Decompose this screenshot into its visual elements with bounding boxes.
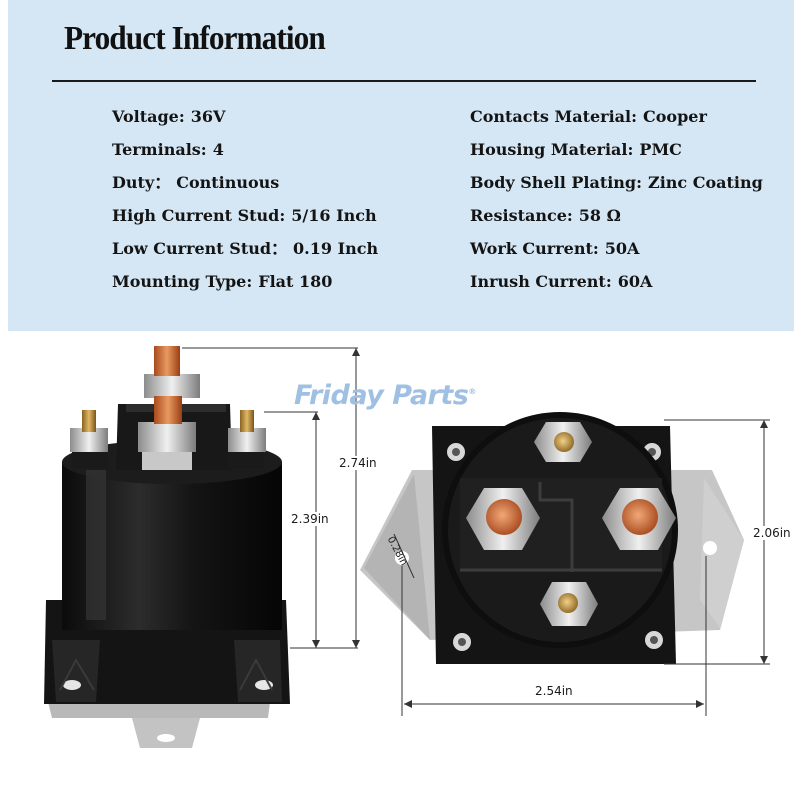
panel-title: Product Information — [64, 20, 326, 57]
spec-contacts-material: Contacts Material:Cooper — [470, 107, 707, 126]
base-height-label: 2.06in — [752, 526, 792, 540]
body-height-label: 2.39in — [290, 512, 330, 526]
title-divider — [52, 80, 756, 82]
spec-inrush-current: Inrush Current:60A — [470, 272, 653, 291]
spec-terminals: Terminals:4 — [112, 140, 224, 159]
spec-work-current: Work Current:50A — [470, 239, 640, 258]
solenoid-side-view — [44, 346, 290, 748]
spec-low-current-stud: Low Current Stud：0.19 Inch — [112, 239, 379, 258]
solenoid-product-photo — [44, 346, 770, 748]
spec-duty: Duty：Continuous — [112, 173, 280, 192]
spec-mounting-type: Mounting Type:Flat 180 — [112, 272, 333, 291]
base-dimension-lines — [393, 419, 770, 716]
product-information-panel: Product Information Voltage:36V Terminal… — [8, 0, 794, 331]
specs-left-column: Voltage:36V Terminals:4 Duty：Continuous … — [112, 100, 378, 298]
spec-housing-material: Housing Material:PMC — [470, 140, 682, 159]
total-height-label: 2.74in — [338, 456, 378, 470]
spec-body-shell-plating: Body Shell Plating:Zinc Coating — [470, 173, 763, 192]
base-width-label: 2.54in — [534, 684, 574, 698]
fridayparts-logo: Friday Parts® — [294, 380, 476, 411]
height-dimension-lines — [182, 347, 358, 649]
spec-voltage: Voltage:36V — [112, 107, 226, 126]
specs-right-column: Contacts Material:Cooper Housing Materia… — [470, 100, 763, 298]
spec-high-current-stud: High Current Stud:5/16 Inch — [112, 206, 377, 225]
spec-resistance: Resistance:58 Ω — [470, 206, 621, 225]
solenoid-top-view — [360, 412, 744, 664]
